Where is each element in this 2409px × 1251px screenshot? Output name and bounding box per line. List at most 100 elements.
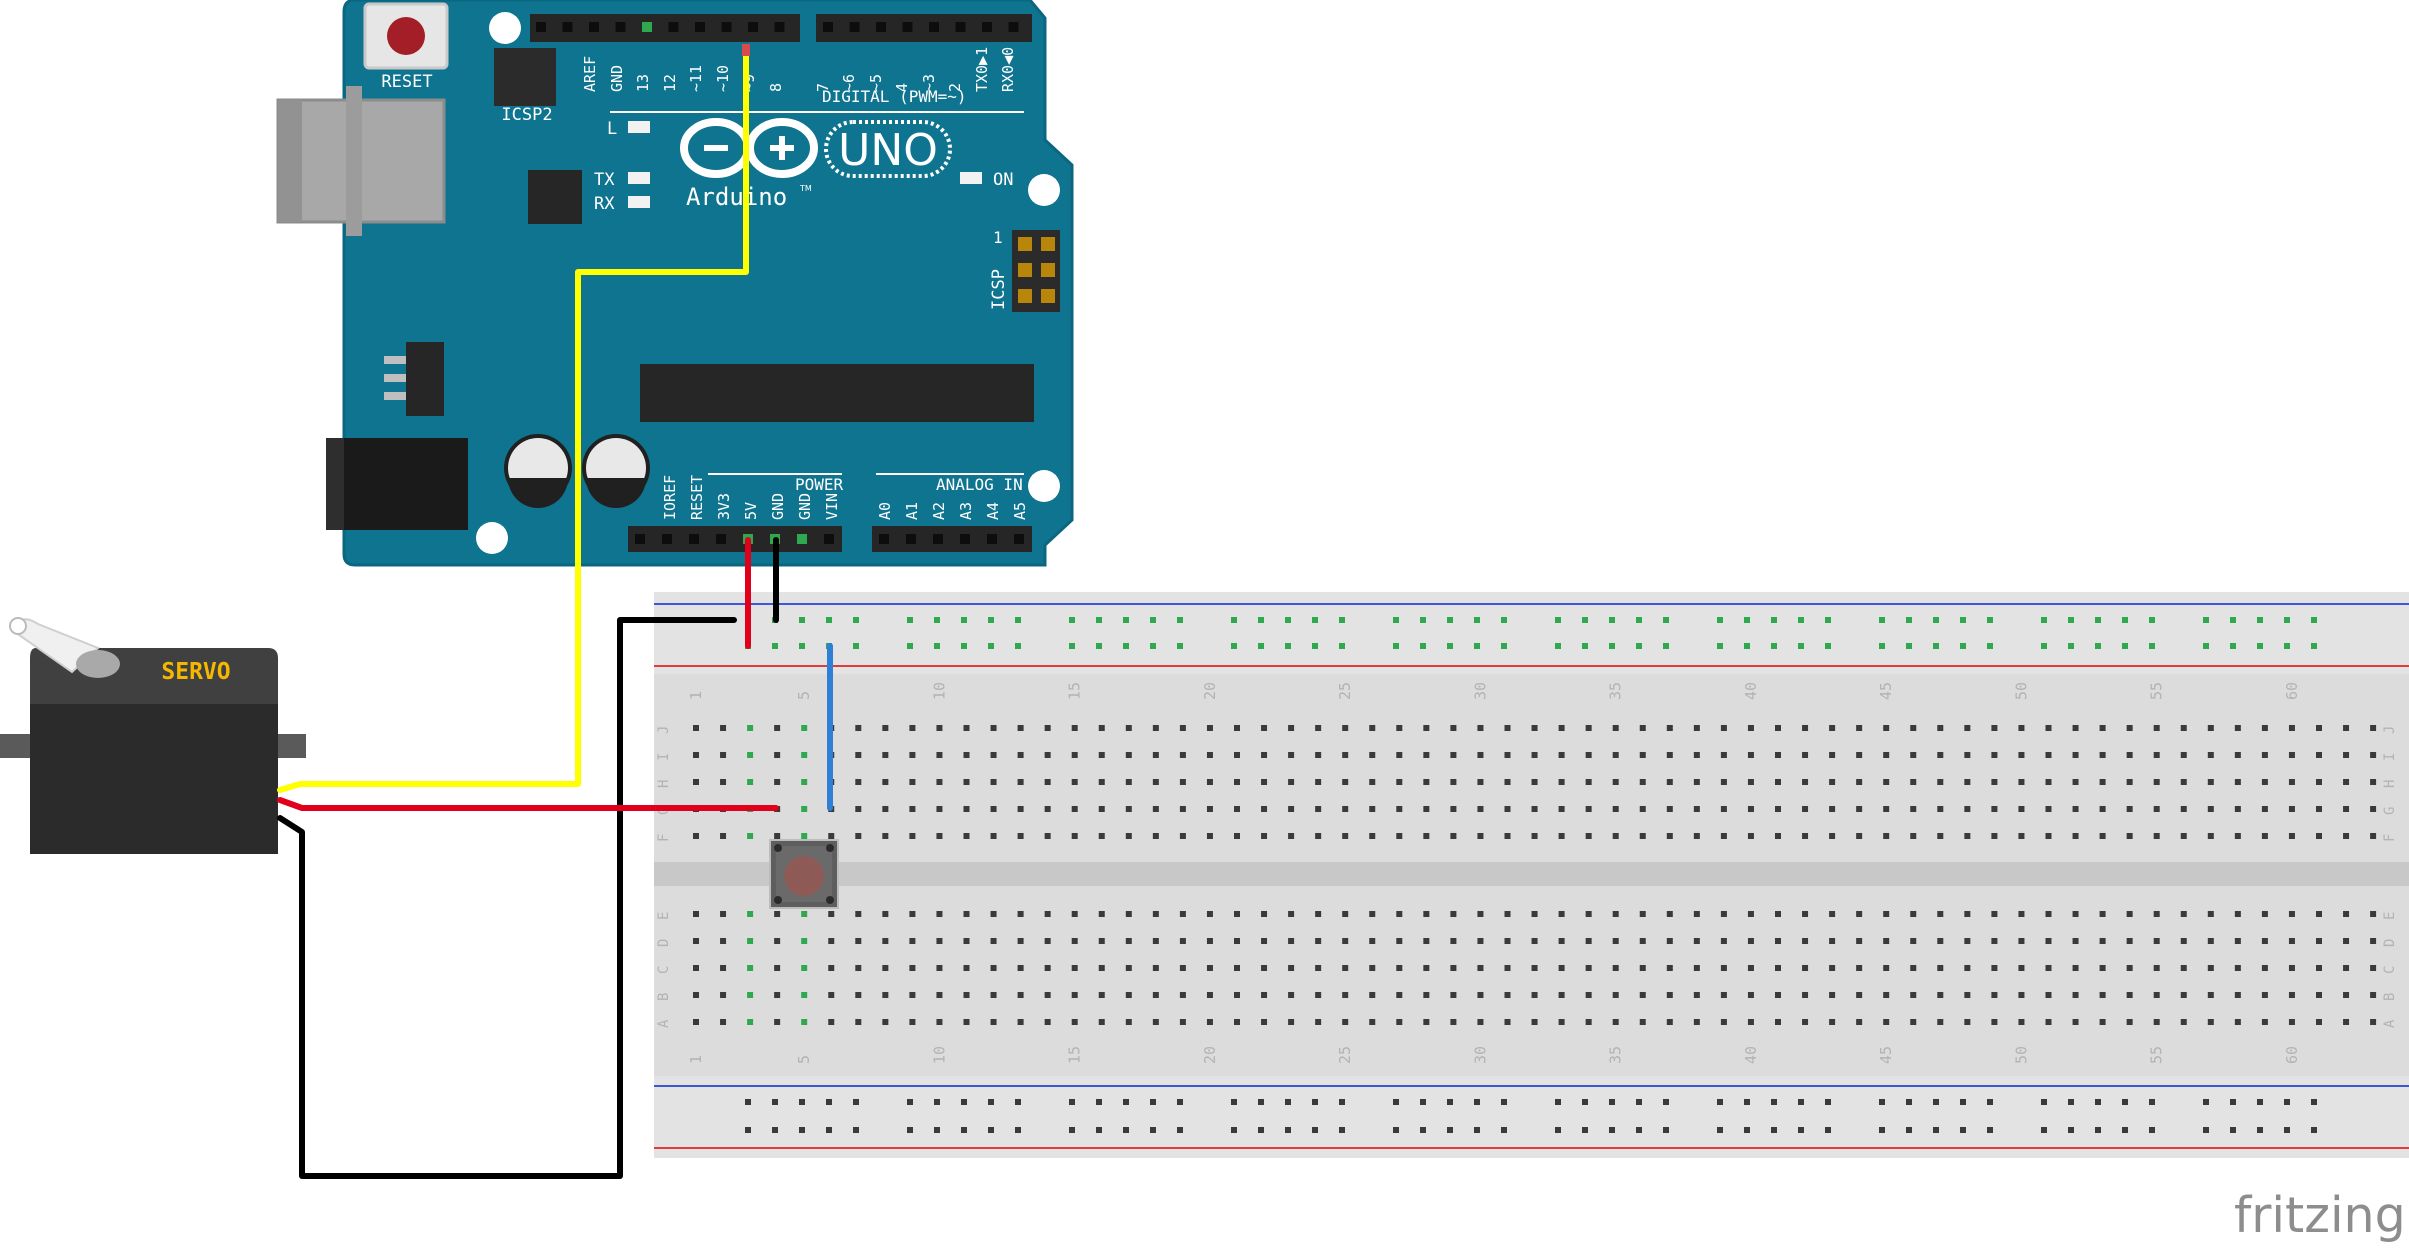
breadboard-hole bbox=[1369, 911, 1376, 917]
rail-hole bbox=[2230, 643, 2236, 649]
breadboard-hole bbox=[2099, 806, 2106, 812]
breadboard-hole bbox=[2045, 965, 2052, 971]
breadboard-hole bbox=[2316, 911, 2322, 917]
breadboard-hole bbox=[1531, 806, 1538, 812]
breadboard-hole bbox=[1125, 833, 1132, 839]
row-letter: D bbox=[2382, 939, 2398, 947]
rail-hole bbox=[1150, 643, 1156, 649]
breadboard-hole bbox=[1991, 752, 1998, 758]
breadboard-hole bbox=[1423, 965, 1430, 971]
breadboard-hole bbox=[774, 938, 781, 944]
breadboard-hole bbox=[1477, 725, 1484, 731]
header-pin bbox=[635, 534, 645, 544]
breadboard-hole bbox=[1450, 806, 1457, 812]
breadboard-hole bbox=[1612, 752, 1619, 758]
rail-hole bbox=[1582, 1127, 1588, 1133]
breadboard-hole bbox=[1531, 1019, 1538, 1025]
rail-hole bbox=[2041, 643, 2047, 649]
breadboard-hole bbox=[1396, 725, 1403, 731]
breadboard-hole bbox=[1044, 779, 1051, 785]
breadboard-hole bbox=[909, 1019, 916, 1025]
rail-hole bbox=[1582, 643, 1588, 649]
breadboard-hole bbox=[1802, 911, 1809, 917]
breadboard-hole bbox=[2316, 965, 2322, 971]
breadboard-hole bbox=[1910, 752, 1917, 758]
breadboard-hole bbox=[990, 1019, 997, 1025]
breadboard-hole bbox=[963, 833, 970, 839]
breadboard-hole bbox=[1585, 833, 1592, 839]
rail-hole bbox=[1744, 1099, 1750, 1105]
column-number: 55 bbox=[2148, 682, 2166, 700]
rail-hole bbox=[1231, 617, 1237, 623]
breadboard-hole bbox=[1883, 725, 1890, 731]
rail-hole bbox=[2122, 643, 2128, 649]
header-pin bbox=[748, 22, 758, 32]
rail-hole bbox=[2149, 617, 2155, 623]
breadboard-hole bbox=[2153, 752, 2160, 758]
breadboard-hole bbox=[1206, 833, 1213, 839]
rail-hole bbox=[1015, 643, 1021, 649]
breadboard-hole bbox=[1991, 725, 1998, 731]
breadboard-hole bbox=[1450, 752, 1457, 758]
column-number: 10 bbox=[930, 682, 948, 700]
breadboard-hole bbox=[747, 725, 754, 731]
top-rail-area bbox=[654, 592, 2409, 674]
breadboard-hole bbox=[1477, 752, 1484, 758]
rail-hole bbox=[1393, 617, 1399, 623]
breadboard-hole bbox=[1856, 779, 1863, 785]
breadboard-hole bbox=[2099, 752, 2106, 758]
breadboard-hole bbox=[1179, 806, 1186, 812]
column-number: 50 bbox=[2012, 682, 2030, 700]
breadboard-hole bbox=[1747, 752, 1754, 758]
rail-hole bbox=[853, 617, 859, 623]
breadboard-hole bbox=[1558, 725, 1565, 731]
breadboard-hole bbox=[990, 725, 997, 731]
breadboard-hole bbox=[1179, 1019, 1186, 1025]
rail-hole bbox=[1177, 1127, 1183, 1133]
breadboard-hole bbox=[1856, 911, 1863, 917]
breadboard-hole bbox=[936, 752, 943, 758]
rail-hole bbox=[1771, 1127, 1777, 1133]
breadboard-hole bbox=[774, 911, 781, 917]
breadboard-hole bbox=[774, 833, 781, 839]
breadboard-hole bbox=[1829, 752, 1836, 758]
rail-hole bbox=[2203, 643, 2209, 649]
breadboard-hole bbox=[1342, 992, 1349, 998]
column-number: 45 bbox=[1877, 1046, 1895, 1064]
breadboard-hole bbox=[1234, 1019, 1240, 1025]
breadboard-hole bbox=[963, 779, 970, 785]
power-pin-label: VIN bbox=[823, 493, 841, 520]
breadboard-hole bbox=[2072, 725, 2079, 731]
breadboard-hole bbox=[774, 779, 781, 785]
fritzing-watermark: fritzing bbox=[2234, 1187, 2406, 1244]
breadboard-hole bbox=[1802, 938, 1809, 944]
breadboard-hole bbox=[2288, 725, 2295, 731]
rail-hole bbox=[2230, 1099, 2236, 1105]
breadboard-hole bbox=[1396, 911, 1403, 917]
rail-hole bbox=[1798, 617, 1804, 623]
analog-pin-label: A4 bbox=[984, 502, 1002, 520]
rail-hole bbox=[1555, 1099, 1561, 1105]
breadboard-hole bbox=[1125, 938, 1132, 944]
rail-hole bbox=[1420, 1099, 1426, 1105]
breadboard-hole bbox=[1747, 965, 1754, 971]
breadboard-hole bbox=[1288, 752, 1295, 758]
breadboard-hole bbox=[2072, 779, 2079, 785]
rail-hole bbox=[1987, 643, 1993, 649]
rail-hole bbox=[1771, 643, 1777, 649]
breadboard-hole bbox=[2153, 938, 2160, 944]
breadboard-hole bbox=[909, 965, 916, 971]
breadboard-hole bbox=[909, 833, 916, 839]
breadboard-hole bbox=[2343, 938, 2350, 944]
led-l bbox=[628, 121, 650, 133]
breadboard-hole bbox=[2099, 992, 2106, 998]
rail-hole bbox=[2068, 1099, 2074, 1105]
digital-pin-label: ~5 bbox=[867, 74, 885, 92]
breadboard-hole bbox=[1288, 833, 1295, 839]
breadboard-hole bbox=[2370, 1019, 2377, 1025]
breadboard-hole bbox=[2316, 779, 2322, 785]
mounting-hole bbox=[1028, 174, 1060, 206]
breadboard-hole bbox=[1991, 992, 1998, 998]
rail-hole bbox=[1906, 643, 1912, 649]
breadboard-hole bbox=[2072, 833, 2079, 839]
